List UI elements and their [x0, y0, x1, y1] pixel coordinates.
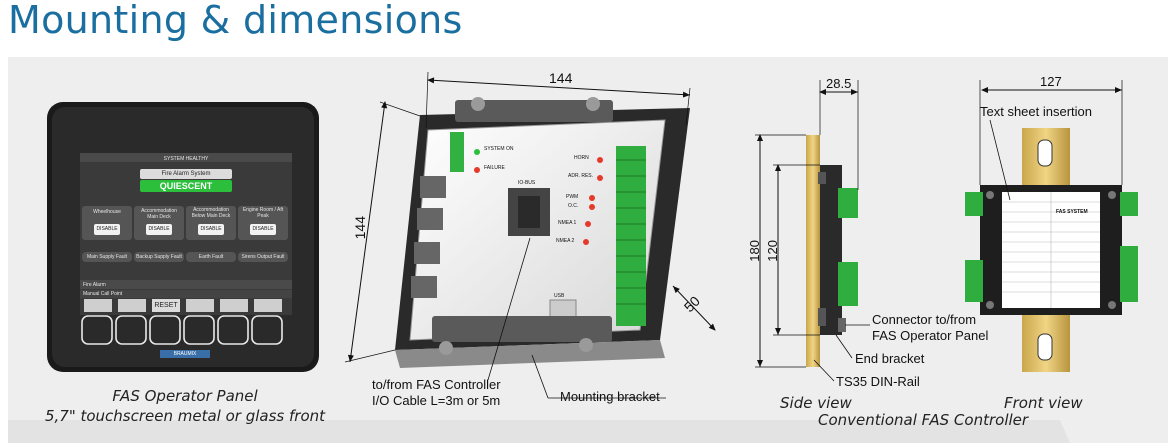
group-caption: Conventional FAS Controller [818, 411, 1029, 429]
end-bracket-label: End bracket [855, 351, 925, 366]
fault-label: Earth Fault [198, 254, 224, 260]
bracket-label: Mounting bracket [560, 389, 660, 404]
led-label: NMEA 1 [558, 220, 577, 226]
connector-label: FAS Operator Panel [872, 328, 989, 343]
usb-label: USB [554, 293, 565, 299]
cable-label: to/from FAS Controller [372, 377, 501, 392]
din-rail-side [806, 135, 820, 367]
led-label: NMEA 2 [556, 238, 575, 244]
screen-state: QUIESCENT [159, 181, 213, 191]
fault-label: Backup Supply Fault [136, 254, 182, 260]
side-view-caption: Side view [780, 394, 852, 412]
led-label: SYSTEM ON [484, 146, 514, 152]
panel-caption-line1: FAS Operator Panel [112, 387, 258, 405]
disable-button[interactable]: DISABLE [146, 224, 172, 235]
zone-name: Wheelhouse [93, 209, 121, 215]
fault-label: Sirens Output Fault [241, 254, 285, 260]
reset-button[interactable]: RESET [154, 302, 178, 309]
floor-shadow [8, 420, 1070, 443]
disable-button[interactable]: DISABLE [250, 224, 276, 235]
din-rail-label: TS35 DIN-Rail [836, 374, 920, 389]
disable-button[interactable]: DISABLE [94, 224, 120, 235]
terminal-strip [616, 146, 646, 326]
io-bus-label: IO-BUS [518, 180, 536, 186]
led-label: HORN [574, 155, 589, 161]
fault-label: Main Supply Fault [86, 254, 128, 260]
zone-name: Engine Room / Aft Peak [242, 207, 284, 219]
panel-caption-line2: 5,7" touchscreen metal or glass front [44, 407, 326, 425]
front-view-caption: Front view [1004, 394, 1083, 412]
led-label: PWM [566, 194, 579, 200]
led-label: O.C. [568, 203, 579, 209]
mounting-bracket-top [455, 100, 613, 122]
disable-button[interactable]: DISABLE [198, 224, 224, 235]
sheet-title: FAS SYSTEM [1056, 209, 1088, 215]
dim-side-depth: 28.5 [826, 76, 852, 91]
side-view [755, 80, 870, 382]
cable-label: I/O Cable L=3m or 5m [372, 393, 501, 408]
dim-width: 144 [549, 70, 573, 86]
dim-front-width: 127 [1040, 74, 1062, 89]
dim-outer: 180 [747, 240, 762, 262]
connector-label: Connector to/from [872, 312, 977, 327]
dim-height: 144 [352, 216, 368, 240]
text-sheet-label: Text sheet insertion [980, 104, 1093, 119]
screen-system-name: Fire Alarm System [161, 171, 211, 177]
front-view [965, 80, 1138, 372]
zone-name: Accommodation Below Main Deck [191, 207, 231, 219]
screen-status-header: SYSTEM HEALTHY [163, 156, 209, 162]
led-label: ADR. RES. [568, 173, 594, 179]
dim-inner: 120 [765, 240, 780, 262]
mounting-bracket-bottom [432, 316, 612, 342]
page-title: Mounting & dimensions [8, 0, 463, 42]
status-indicator [140, 180, 232, 192]
zone-name: Accommodation Main Deck [141, 208, 177, 220]
controller-isometric [344, 71, 716, 399]
brand-logo: BRAUMIX [173, 351, 197, 357]
operator-panel [47, 102, 319, 372]
led-label: FAILURE [484, 165, 505, 171]
fire-alarm-label: Fire Alarm [83, 282, 106, 288]
call-point-label: Manual Call Point [83, 291, 123, 297]
